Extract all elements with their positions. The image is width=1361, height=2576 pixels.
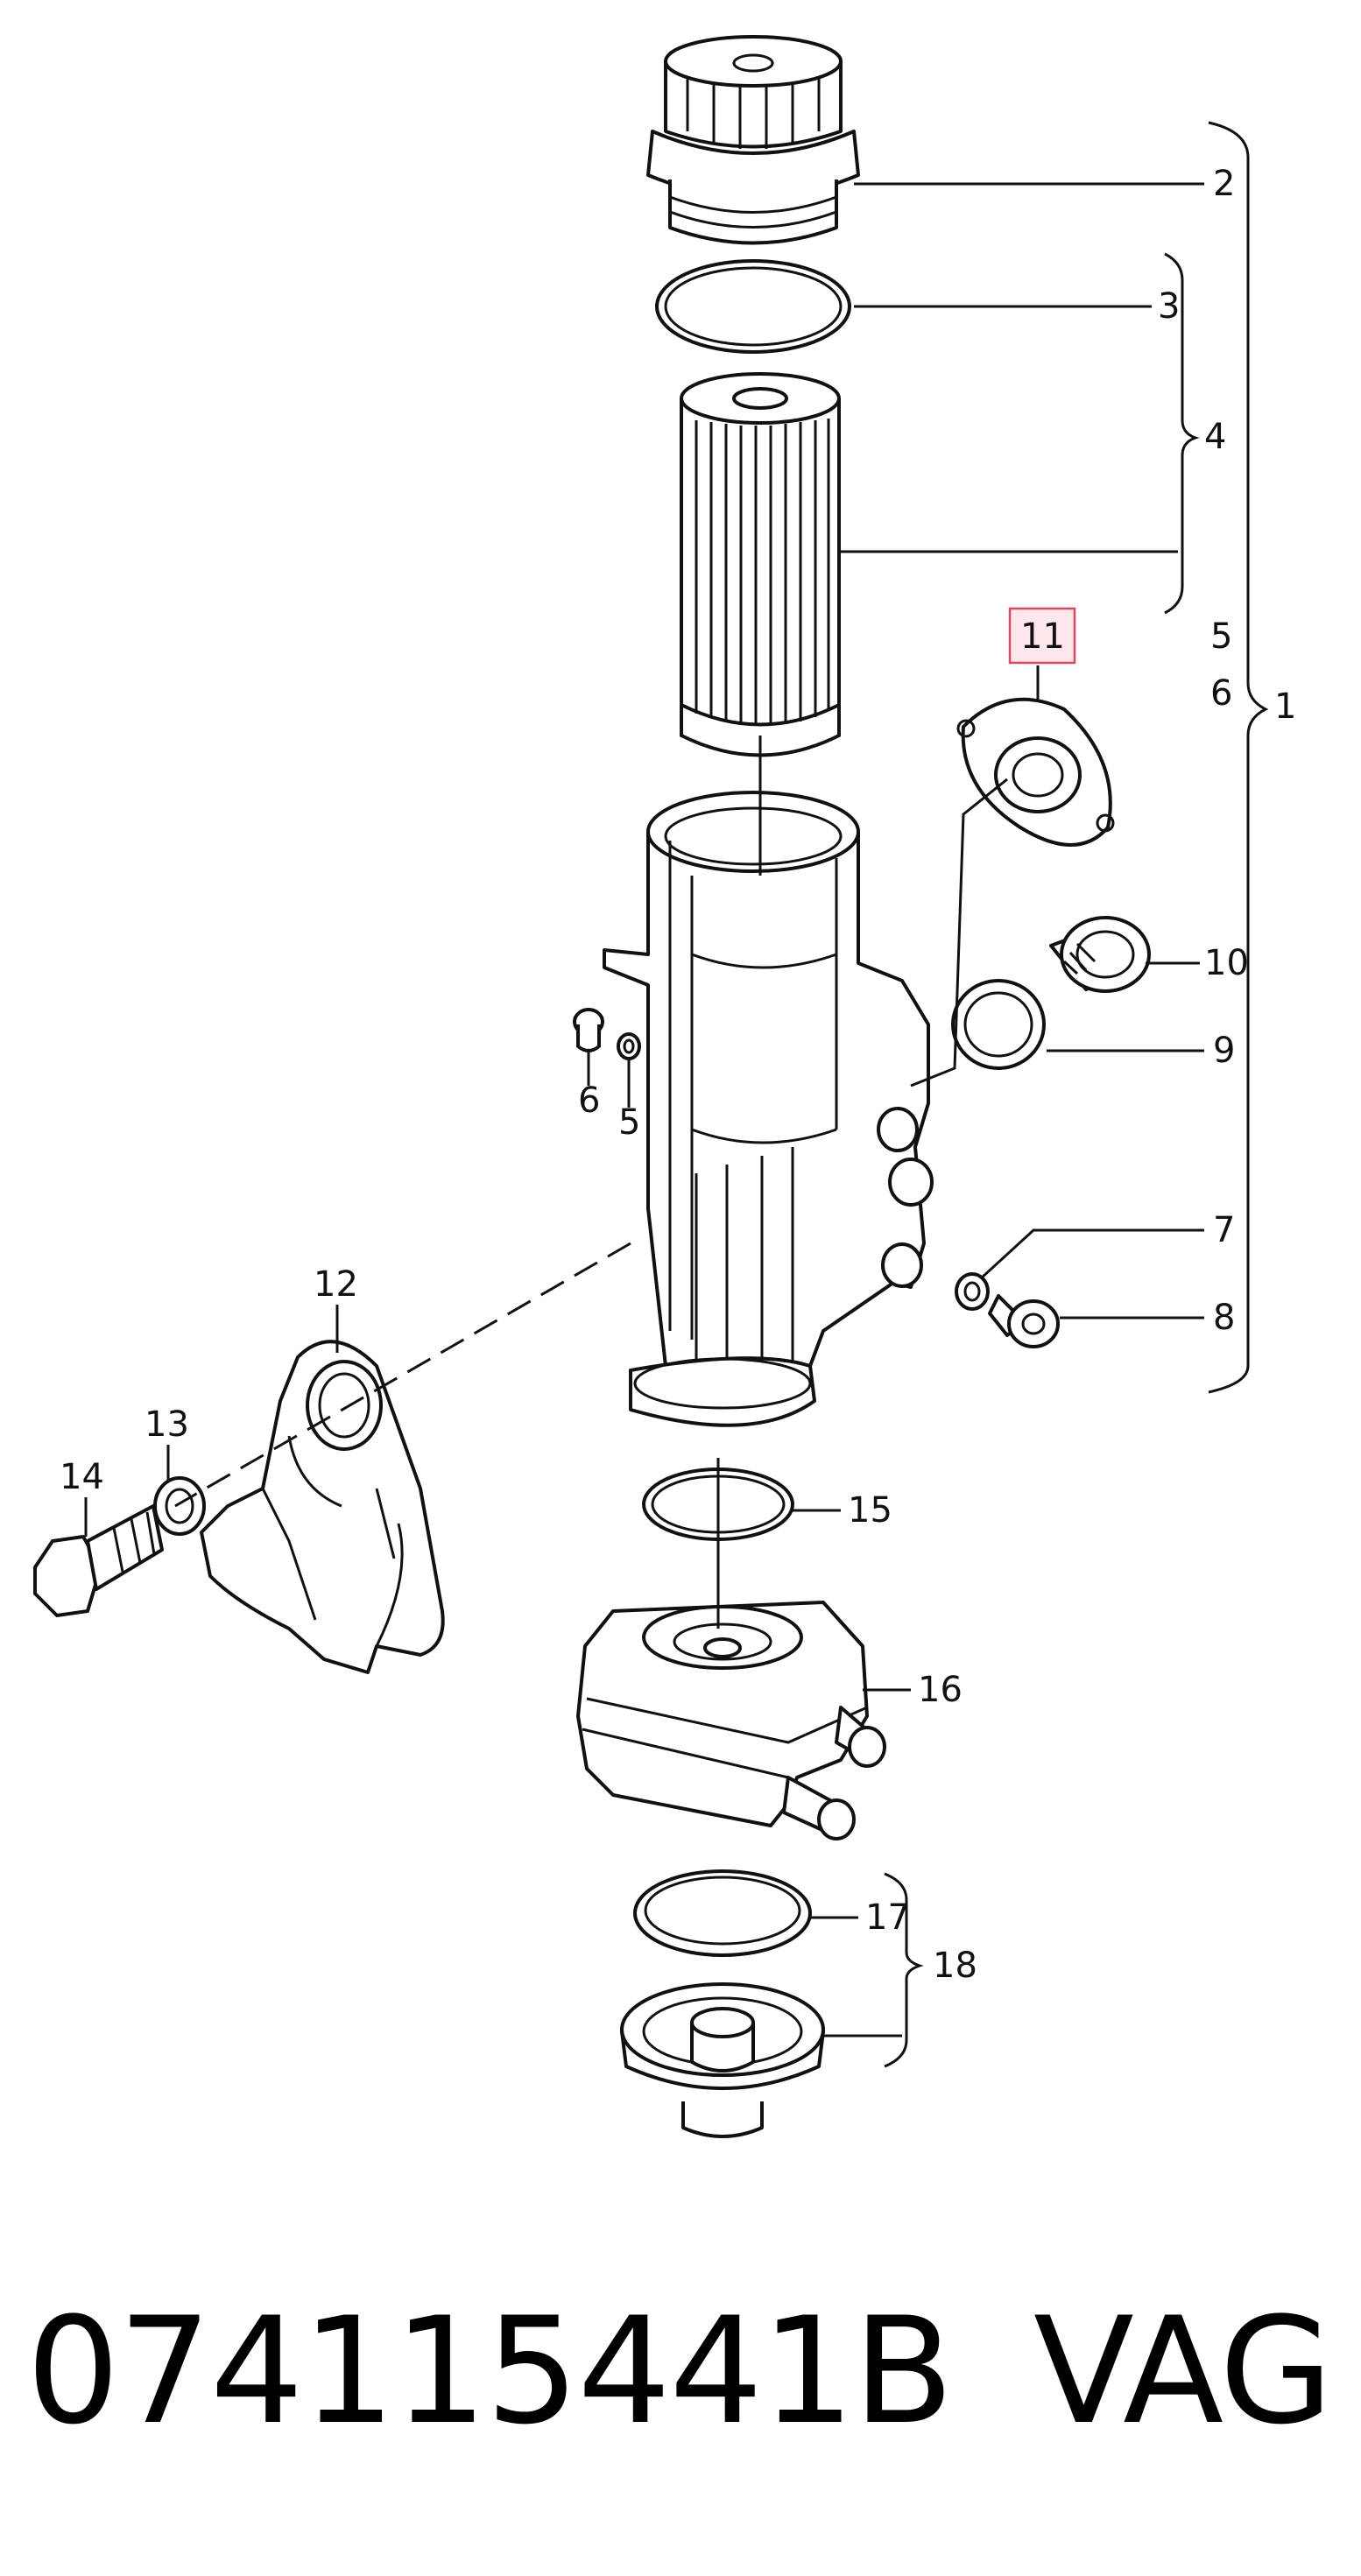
drain-screw-and-washer: [955, 1272, 1060, 1348]
callout-13: 13: [145, 1404, 189, 1445]
part-number-caption: 074115441B VAG: [26, 2285, 1340, 2460]
callout-5-left: 5: [618, 1102, 640, 1143]
cap-o-ring: [655, 259, 851, 354]
callout-14: 14: [60, 1457, 104, 1497]
callout-16: 16: [918, 1670, 963, 1710]
banjo-washer: [153, 1476, 206, 1536]
threaded-plug: [1049, 916, 1151, 993]
oil-filter-housing: [603, 791, 934, 1427]
small-bolt-and-washer: [573, 1008, 641, 1060]
brand-name: VAG: [1033, 2285, 1333, 2457]
callout-3: 3: [1158, 286, 1180, 327]
cooler-seal-ring: [633, 1869, 812, 1957]
oil-cooler: [576, 1601, 886, 1841]
plug-seal-ring: [951, 979, 1046, 1070]
callout-9: 9: [1213, 1031, 1235, 1071]
callout-12: 12: [314, 1264, 358, 1305]
callout-18: 18: [933, 1946, 977, 1986]
exploded-parts-diagram: 2 3 4 5 6 1 11 10 9 6 5 7 8 12 13 14 15 …: [33, 35, 1296, 2138]
cooler-adapter: [620, 1982, 825, 2138]
gasket-plate: [956, 697, 1115, 847]
callout-4: 4: [1204, 417, 1226, 457]
callout-7: 7: [1213, 1210, 1235, 1250]
callout-15: 15: [848, 1490, 892, 1531]
callout-6-right: 6: [1210, 673, 1232, 714]
oil-filter-element: [680, 372, 841, 757]
group-braces: [884, 121, 1269, 2068]
callout-1: 1: [1274, 686, 1296, 727]
hex-bolt: [33, 1504, 164, 1617]
leader-lines: [84, 182, 1204, 2038]
assembly-lines: [174, 735, 1008, 1629]
callout-11-highlight: [1008, 607, 1076, 665]
callout-5-right: 5: [1210, 616, 1232, 657]
callout-2: 2: [1213, 164, 1235, 204]
callout-8: 8: [1213, 1298, 1235, 1338]
callout-11: 11: [1020, 616, 1065, 657]
mounting-bracket: [200, 1340, 445, 1674]
callout-17: 17: [865, 1897, 910, 1938]
oil-filter-cap: [646, 35, 860, 245]
callout-10: 10: [1204, 943, 1249, 983]
part-number: 074115441B: [26, 2285, 954, 2457]
callout-labels: 2 3 4 5 6 1 11 10 9 6 5 7 8 12 13 14 15 …: [60, 164, 1296, 1986]
callout-6-left: 6: [578, 1080, 600, 1121]
